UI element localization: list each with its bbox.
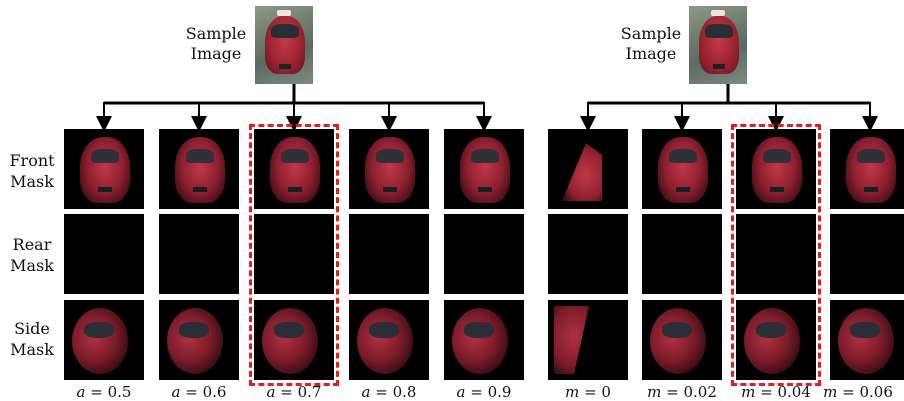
left-front-mask-5 [444, 129, 524, 209]
right-sample-label-line1: Sample [620, 24, 682, 43]
left-param-5: a = 0.9 [434, 383, 534, 401]
left-side-mask-5 [444, 300, 524, 380]
right-param-1-value: = 0 [584, 383, 611, 401]
row-label-rear: Rear Mask [2, 234, 62, 276]
right-param-1-symbol: m [565, 383, 580, 401]
left-param-4-value: = 0.8 [375, 383, 417, 401]
left-sample-label: Sample Image [176, 24, 256, 64]
left-front-mask-2 [159, 129, 239, 209]
left-sample-label-line1: Sample [185, 24, 247, 43]
row-label-rear-line1: Rear [12, 235, 52, 254]
left-param-2: a = 0.6 [149, 383, 249, 401]
left-param-4: a = 0.8 [339, 383, 439, 401]
right-param-4: m = 0.06 [808, 383, 904, 401]
row-label-side-line2: Mask [10, 340, 54, 359]
right-front-mask-3 [736, 129, 816, 209]
row-label-side-line1: Side [14, 319, 50, 338]
left-side-mask-2 [159, 300, 239, 380]
left-side-mask-4 [349, 300, 429, 380]
row-label-front-line1: Front [9, 151, 55, 170]
left-sample-image [255, 6, 313, 84]
right-rear-mask-4 [830, 214, 904, 294]
left-param-4-symbol: a [361, 383, 371, 401]
left-side-mask-1 [64, 300, 144, 380]
left-front-mask-3 [254, 129, 334, 209]
right-param-4-value: = 0.06 [842, 383, 893, 401]
right-rear-mask-3 [736, 214, 816, 294]
left-rear-mask-4 [349, 214, 429, 294]
row-label-rear-line2: Mask [10, 256, 54, 275]
left-param-1: a = 0.5 [54, 383, 154, 401]
right-param-3-value: = 0.04 [760, 383, 811, 401]
left-front-mask-1 [64, 129, 144, 209]
right-rear-mask-1 [548, 214, 628, 294]
tree-arrows [96, 84, 878, 132]
left-rear-mask-1 [64, 214, 144, 294]
left-sample-label-line2: Image [190, 44, 242, 63]
left-param-3: a = 0.7 [244, 383, 344, 401]
right-sample-image [689, 6, 747, 84]
row-label-front-line2: Mask [10, 172, 54, 191]
right-front-mask-1 [548, 129, 628, 209]
right-sample-label-line2: Image [625, 44, 677, 63]
left-param-3-value: = 0.7 [280, 383, 322, 401]
right-side-mask-2 [642, 300, 722, 380]
right-side-mask-1 [548, 300, 628, 380]
left-rear-mask-3 [254, 214, 334, 294]
right-side-mask-4 [830, 300, 904, 380]
right-param-3: m = 0.04 [726, 383, 826, 401]
row-label-front: Front Mask [2, 150, 62, 192]
row-label-side: Side Mask [2, 318, 62, 360]
left-highlight-box [249, 124, 339, 386]
right-front-mask-2 [642, 129, 722, 209]
right-param-2: m = 0.02 [632, 383, 732, 401]
right-rear-mask-2 [642, 214, 722, 294]
right-param-1: m = 0 [538, 383, 638, 401]
left-param-3-symbol: a [266, 383, 276, 401]
right-param-3-symbol: m [741, 383, 756, 401]
left-rear-mask-2 [159, 214, 239, 294]
right-param-2-value: = 0.02 [666, 383, 717, 401]
right-param-2-symbol: m [647, 383, 662, 401]
left-front-mask-4 [349, 129, 429, 209]
left-rear-mask-5 [444, 214, 524, 294]
left-param-1-symbol: a [76, 383, 86, 401]
left-param-5-value: = 0.9 [470, 383, 512, 401]
right-side-mask-3 [736, 300, 816, 380]
right-param-4-symbol: m [823, 383, 838, 401]
right-sample-label: Sample Image [611, 24, 691, 64]
right-highlight-box [731, 124, 821, 386]
left-param-2-value: = 0.6 [185, 383, 227, 401]
right-front-mask-4 [830, 129, 904, 209]
left-param-2-symbol: a [171, 383, 181, 401]
left-param-5-symbol: a [456, 383, 466, 401]
left-param-1-value: = 0.5 [90, 383, 132, 401]
left-side-mask-3 [254, 300, 334, 380]
